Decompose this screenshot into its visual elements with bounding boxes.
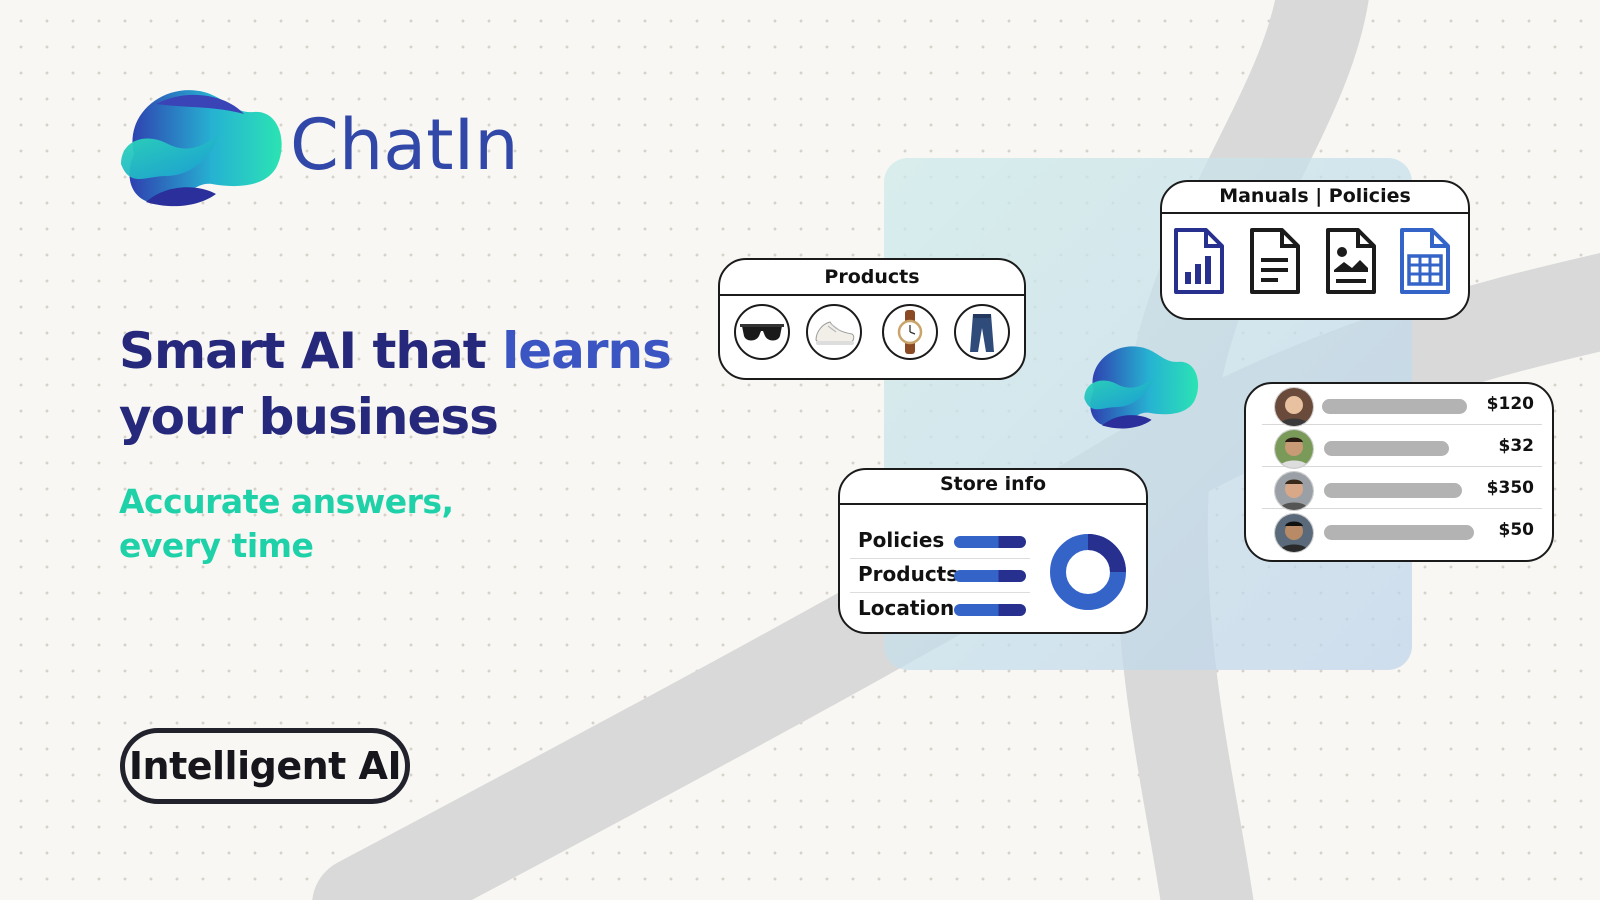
card-divider <box>840 503 1146 505</box>
store-info-bar <box>954 536 1026 548</box>
avatar <box>1274 429 1314 469</box>
placeholder-bar <box>1324 483 1462 498</box>
price-label: $50 <box>1498 520 1535 540</box>
sneaker-icon <box>806 304 862 360</box>
text-document-icon <box>1250 228 1300 294</box>
store-info-row-label: Location <box>858 596 955 620</box>
hero-subheadline: Accurate answers, every time <box>119 480 479 568</box>
watch-icon <box>882 304 938 360</box>
image-document-icon <box>1326 228 1376 294</box>
manuals-card-title: Manuals | Policies <box>1219 185 1411 207</box>
avatar <box>1274 471 1314 511</box>
row-divider <box>850 558 1030 559</box>
store-info-bar <box>954 604 1026 616</box>
subheadline-line2: every time <box>119 526 314 565</box>
donut-chart-icon <box>1050 534 1126 610</box>
avatar <box>1274 387 1314 427</box>
placeholder-bar <box>1324 441 1449 456</box>
hero-headline: Smart AI that learns your business <box>119 318 679 450</box>
card-divider <box>1162 212 1468 214</box>
placeholder-bar <box>1324 525 1474 540</box>
store-info-bar <box>954 570 1026 582</box>
customer-row: $120 <box>1262 384 1542 427</box>
intelligent-ai-badge: Intelligent AI <box>120 728 410 804</box>
headline-highlight: learns <box>502 322 672 380</box>
price-label: $32 <box>1498 436 1535 456</box>
headline-part2: your business <box>119 388 499 446</box>
card-divider <box>720 294 1024 296</box>
sunglasses-icon <box>734 304 790 360</box>
brand-logo: ChatIn <box>116 84 576 214</box>
subheadline-line1: Accurate answers, <box>119 482 454 521</box>
brand-name: ChatIn <box>290 104 519 186</box>
manuals-policies-card: Manuals | Policies <box>1160 180 1470 320</box>
customer-row: $32 <box>1262 426 1542 469</box>
store-info-card: Store info Policies Products Location <box>838 468 1148 634</box>
spreadsheet-document-icon <box>1400 228 1450 294</box>
price-label: $120 <box>1486 394 1534 414</box>
jeans-icon <box>954 304 1010 360</box>
chart-document-icon <box>1174 228 1224 294</box>
chatin-small-logo-icon <box>1084 346 1199 429</box>
headline-part1: Smart AI that <box>119 322 503 380</box>
store-info-row-label: Products <box>858 562 959 586</box>
products-card: Products <box>718 258 1026 380</box>
chatin-blob-logo-icon <box>121 90 282 207</box>
price-label: $350 <box>1486 478 1534 498</box>
avatar <box>1274 513 1314 553</box>
customer-row: $350 <box>1262 468 1542 511</box>
products-card-title: Products <box>824 266 920 288</box>
customer-row: $50 <box>1262 510 1542 553</box>
row-divider <box>850 592 1030 593</box>
customers-card: $120 $32 $350 $50 <box>1244 382 1554 562</box>
placeholder-bar <box>1322 399 1467 414</box>
store-info-row-label: Policies <box>858 528 945 552</box>
store-info-card-title: Store info <box>939 473 1047 495</box>
